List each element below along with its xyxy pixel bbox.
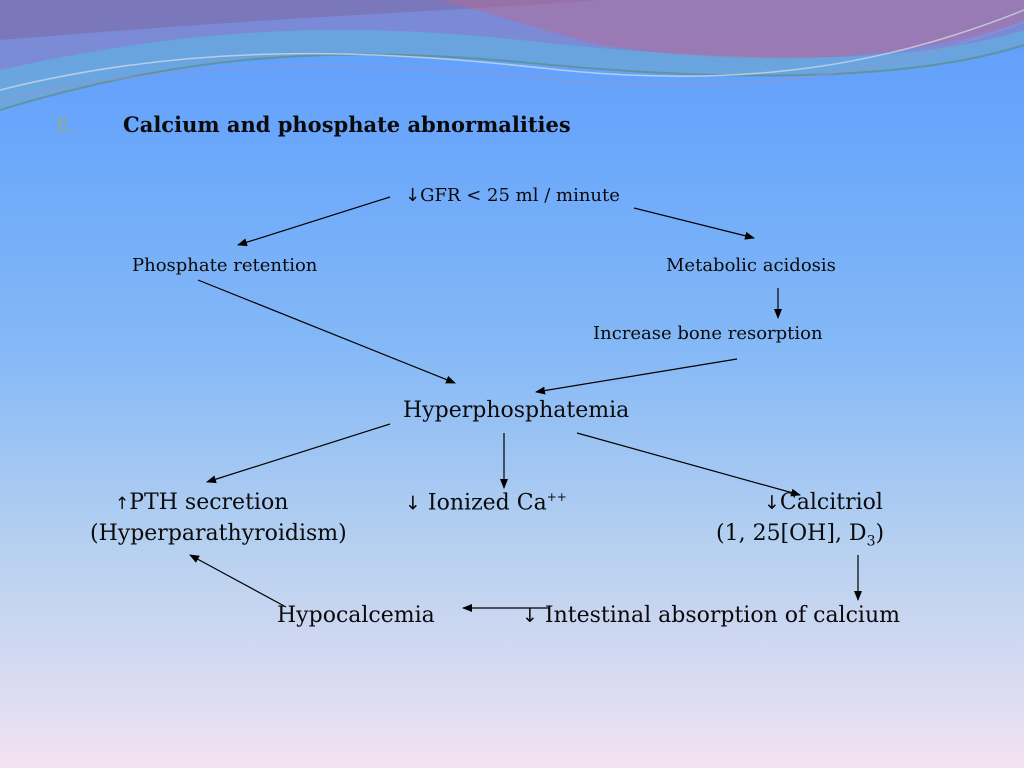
arrow-hyperphos-to-calcitriol [576,432,801,497]
node-calcitriol-sub: 3 [866,533,876,550]
arrow-phosphate-to-hyperphos [197,279,456,384]
slide-title: Calcium and phosphate abnormalities [123,112,571,137]
slide-number: E. [56,115,75,136]
node-intestinal: ↓ Intestinal absorption of calcium [522,603,900,628]
node-calcitriol-line2-close: ) [875,521,885,546]
arrow-hypocalcemia-to-pth [189,554,287,608]
node-bone-resorption: Increase bone resorption [593,323,823,344]
node-ionized-ca-label: Ionized Ca [427,490,547,516]
arrow-bone-to-hyperphos [535,358,738,395]
up-arrow-icon: ↑ [115,494,130,514]
node-calcitriol-line2-text: (1, 25[OH], D [716,521,867,546]
node-phosphate-retention: Phosphate retention [132,255,318,276]
down-arrow-icon: ↓ [764,492,780,514]
node-calcitriol: ↓Calcitriol [764,490,883,515]
node-ionized-ca: ↓ Ionized Ca++ [405,490,567,515]
node-hyperphosphatemia: Hyperphosphatemia [403,398,630,423]
node-metabolic-acidosis: Metabolic acidosis [666,255,836,276]
node-pth: ↑PTH secretion [115,490,288,515]
node-ionized-ca-sup: ++ [546,490,567,504]
down-arrow-icon: ↓ [405,185,421,206]
node-pth-line2: (Hyperparathyroidism) [90,521,347,546]
node-gfr: ↓GFR < 25 ml / minute [405,185,620,206]
node-calcitriol-line2: (1, 25[OH], D3) [716,521,884,549]
down-arrow-icon: ↓ [405,492,421,515]
node-intestinal-label: Intestinal absorption of calcium [544,603,900,628]
down-arrow-icon: ↓ [522,605,538,627]
node-pth-label: PTH secretion [129,490,289,515]
node-hypocalcemia: Hypocalcemia [277,603,435,628]
node-gfr-label: GFR < 25 ml / minute [420,185,620,206]
arrow-gfr-to-acidosis [633,207,755,240]
arrow-hyperphos-to-pth [206,423,391,484]
arrow-gfr-to-phosphate [237,196,391,247]
node-calcitriol-label: Calcitriol [779,490,883,515]
